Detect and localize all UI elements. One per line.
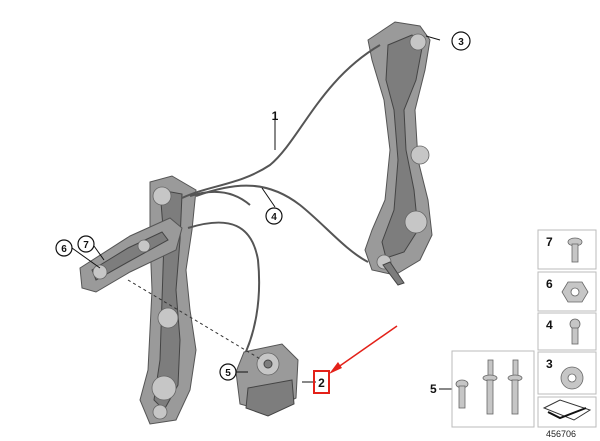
right-guide-rail — [364, 21, 433, 286]
document-number: 456706 — [546, 429, 576, 439]
cable-clip-icon — [569, 318, 581, 345]
svg-text:3: 3 — [458, 37, 464, 48]
svg-text:6: 6 — [546, 277, 553, 291]
callout-7: 7 — [77, 235, 95, 253]
regulator-cables — [181, 44, 381, 361]
svg-text:3: 3 — [546, 357, 553, 371]
legend-item-4: 4 — [537, 312, 597, 351]
svg-text:2: 2 — [318, 376, 325, 390]
direction-symbol — [537, 396, 597, 428]
svg-text:5: 5 — [430, 382, 437, 396]
callout-5: 5 — [219, 363, 237, 381]
svg-text:7: 7 — [83, 240, 89, 251]
screw-icon — [567, 237, 583, 263]
legend-item-7: 7 — [537, 229, 597, 270]
bolt-icon — [455, 379, 469, 409]
callout-6: 6 — [55, 239, 73, 257]
svg-text:7: 7 — [546, 235, 553, 249]
window-motor — [235, 343, 299, 417]
motor-axis-line — [127, 279, 263, 361]
callout-1: 1 — [272, 109, 279, 123]
svg-text:1: 1 — [272, 109, 279, 123]
left-carrier-bracket — [79, 217, 183, 293]
svg-text:5: 5 — [225, 368, 231, 379]
left-guide-rail — [139, 175, 197, 425]
callout-4: 4 — [265, 207, 283, 225]
callout-3: 3 — [451, 31, 471, 51]
legend-item-3: 3 — [537, 351, 597, 395]
legend-item-6: 6 — [537, 271, 597, 312]
svg-text:4: 4 — [271, 212, 277, 223]
leader-lines — [71, 35, 452, 390]
svg-text:6: 6 — [61, 244, 67, 255]
stud-icon-2 — [507, 359, 523, 415]
legend-group-5: 5 — [430, 350, 535, 428]
callout-2-highlight: 2 — [313, 325, 398, 394]
stud-icon — [482, 359, 498, 415]
nut-icon — [561, 281, 589, 303]
gear-icon — [560, 366, 584, 390]
svg-text:4: 4 — [546, 318, 553, 332]
